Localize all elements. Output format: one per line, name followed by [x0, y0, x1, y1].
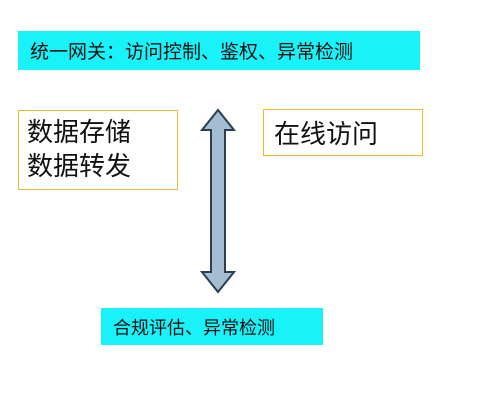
storage-box: 数据存储 数据转发: [18, 110, 178, 190]
online-access-label: 在线访问: [274, 120, 379, 150]
storage-label-line-1: 数据存储: [27, 118, 132, 148]
arrow-shape: [199, 108, 237, 294]
gateway-label: 统一网关：访问控制、鉴权、异常检测: [30, 41, 354, 63]
compliance-label: 合规评估、异常检测: [113, 317, 275, 339]
double-headed-arrow-icon: [199, 108, 237, 294]
compliance-box: 合规评估、异常检测: [101, 308, 323, 345]
online-access-box: 在线访问: [263, 109, 423, 156]
storage-label-line-2: 数据转发: [27, 152, 132, 182]
gateway-box: 统一网关：访问控制、鉴权、异常检测: [18, 31, 420, 70]
